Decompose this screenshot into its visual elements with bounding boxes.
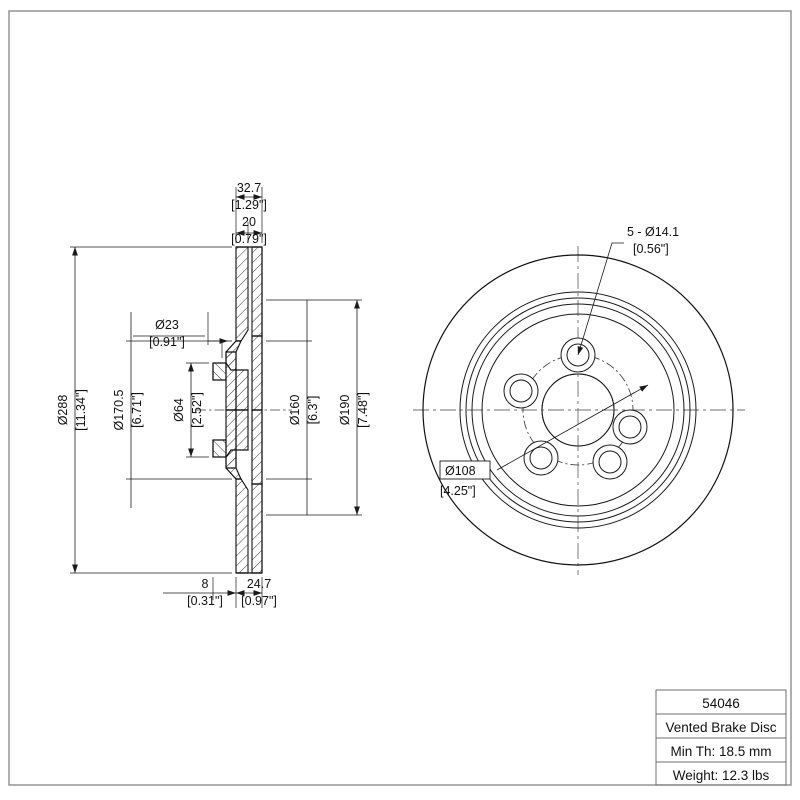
bolt-hole <box>523 440 559 476</box>
title-block-min-thickness: Min Th: 18.5 mm <box>670 744 771 759</box>
callout-bolt-holes-imperial: [0.56"] <box>633 242 669 256</box>
dim-overall-height-imperial: [0.97"] <box>241 594 277 608</box>
dim-overall-thickness-metric: 32.7 <box>237 181 261 195</box>
disc-section-upper <box>212 246 263 411</box>
dim-hat-outer-diameter-metric: Ø160 <box>288 395 302 426</box>
dim-inner-friction-diameter-metric: Ø170.5 <box>112 389 126 430</box>
title-block: 54046 Vented Brake Disc Min Th: 18.5 mm … <box>655 689 787 786</box>
disc-outer-edge <box>422 254 734 566</box>
bolt-circle-label-box <box>439 460 491 480</box>
friction-ring-inner-edge <box>459 291 697 529</box>
title-block-description: Vented Brake Disc <box>665 720 776 735</box>
dim-outer-diameter-imperial: [11.34"] <box>74 389 88 431</box>
dim-vent-plate-width-imperial: [0.79"] <box>231 232 267 246</box>
dim-overall-height-metric: 24.7 <box>247 577 271 591</box>
bolt-hole <box>612 409 648 445</box>
callout-bolt-circle-metric: Ø108 <box>445 464 476 478</box>
center-bore-circle-overlay <box>541 373 615 447</box>
hat-transition-circle <box>465 297 691 523</box>
dim-hat-outer-diameter-imperial: [6.3"] <box>306 396 320 425</box>
dim-center-bore-imperial: [2.52"] <box>190 392 204 428</box>
callout-bolt-circle-imperial: [4.25"] <box>440 484 476 498</box>
dim-hat-step-metric: Ø23 <box>155 318 179 332</box>
dim-mounting-face-diameter-imperial: [7.48"] <box>356 392 370 428</box>
dim-hat-height-imperial: [0.31"] <box>187 594 223 608</box>
section-outline <box>212 246 263 574</box>
dim-inner-friction-diameter-imperial: [6.71"] <box>130 392 144 428</box>
front-view-group: 5 - Ø14.1 [0.56"] Ø108 [4.25"] <box>413 225 745 575</box>
bolt-hole <box>503 373 539 409</box>
side-view-group: 32.7 [1.29"] 20 [0.79"] Ø288 [11.34"] Ø1… <box>56 181 370 608</box>
dim-overall-thickness-imperial: [1.29"] <box>231 198 267 212</box>
hub-mounting-face-circle <box>481 313 675 507</box>
leader-bolt-holes <box>577 242 624 356</box>
dim-outer-diameter-metric: Ø288 <box>56 395 70 426</box>
disc-section-lower <box>212 409 263 574</box>
bolt-hole <box>592 444 628 480</box>
dim-mounting-face-diameter-metric: Ø190 <box>338 395 352 426</box>
title-block-weight: Weight: 12.3 lbs <box>673 768 770 783</box>
sheet-border <box>8 10 792 786</box>
title-block-part-number: 54046 <box>702 696 740 711</box>
dim-hat-step-imperial: [0.91"] <box>149 335 185 349</box>
dim-vent-plate-width-metric: 20 <box>242 215 256 229</box>
dim-hat-height-metric: 8 <box>202 577 209 591</box>
hat-outer-circle <box>471 303 685 517</box>
dim-center-bore-metric: Ø64 <box>172 398 186 422</box>
callout-bolt-holes-metric: 5 - Ø14.1 <box>627 225 679 239</box>
leader-bolt-circle <box>496 384 649 471</box>
